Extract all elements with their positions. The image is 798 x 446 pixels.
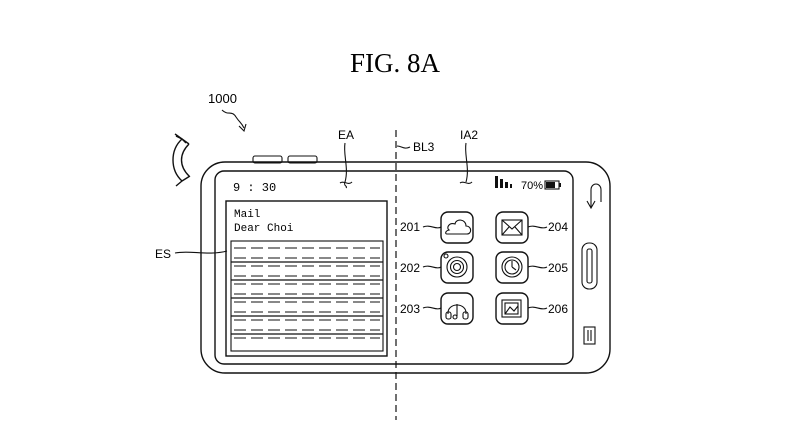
ref-205-leader — [527, 265, 548, 269]
mail-text-lines — [234, 247, 380, 339]
ia2-label: IA2 — [460, 128, 478, 142]
device-leader-arrowhead — [238, 123, 247, 133]
status-time: 9 : 30 — [233, 181, 276, 195]
camera-lens-icon — [443, 253, 468, 278]
es-leader-line — [174, 250, 228, 254]
ref-201: 201 — [400, 220, 420, 234]
volume-button-2[interactable] — [287, 155, 318, 164]
ref-201-leader — [422, 225, 442, 229]
cloud-icon — [445, 219, 472, 235]
app-201[interactable] — [440, 211, 474, 244]
phone-body — [200, 161, 611, 374]
ref-204-leader — [527, 225, 548, 229]
rotation-arrow-icon — [172, 133, 191, 187]
ref-206-leader — [527, 306, 548, 310]
mail-title: Mail — [234, 209, 260, 221]
watch-icon — [501, 256, 523, 278]
es-label: ES — [155, 247, 171, 261]
mail-row-dividers — [231, 261, 383, 335]
device-label: 1000 — [208, 91, 237, 106]
ref-203-leader — [422, 306, 442, 310]
headphones-icon — [445, 304, 469, 320]
figure-title: FIG. 8A — [350, 48, 441, 78]
device-leader-line — [221, 109, 245, 129]
volume-button-1[interactable] — [252, 155, 283, 164]
signal-strength-icon — [495, 176, 512, 188]
ref-202: 202 — [400, 261, 420, 275]
home-key-inner — [586, 248, 593, 284]
ref-203: 203 — [400, 302, 420, 316]
app-204[interactable] — [495, 211, 529, 244]
ref-205: 205 — [548, 261, 568, 275]
ref-206: 206 — [548, 302, 568, 316]
mail-greeting: Dear Choi — [234, 223, 294, 235]
envelope-icon — [501, 219, 523, 236]
battery-percent: 70% — [521, 180, 543, 192]
ea-leader-line — [344, 142, 347, 189]
ia2-squiggle — [459, 181, 473, 184]
picture-frame-icon — [501, 299, 522, 318]
ref-202-leader — [422, 265, 442, 269]
mail-body-area[interactable] — [230, 240, 384, 352]
bl3-label: BL3 — [413, 140, 435, 154]
app-206[interactable] — [495, 292, 529, 325]
home-key[interactable] — [581, 242, 598, 290]
ia2-leader-line — [465, 142, 468, 183]
bl3-leader-line — [396, 145, 411, 149]
ea-label: EA — [338, 128, 354, 142]
back-arrow-icon[interactable] — [586, 183, 602, 210]
battery-icon — [544, 180, 561, 190]
ref-204: 204 — [548, 220, 568, 234]
menu-key[interactable] — [583, 326, 596, 345]
app-205[interactable] — [495, 251, 529, 284]
mail-window[interactable] — [225, 200, 388, 357]
phone-screen — [214, 170, 574, 365]
ea-squiggle — [339, 181, 353, 184]
